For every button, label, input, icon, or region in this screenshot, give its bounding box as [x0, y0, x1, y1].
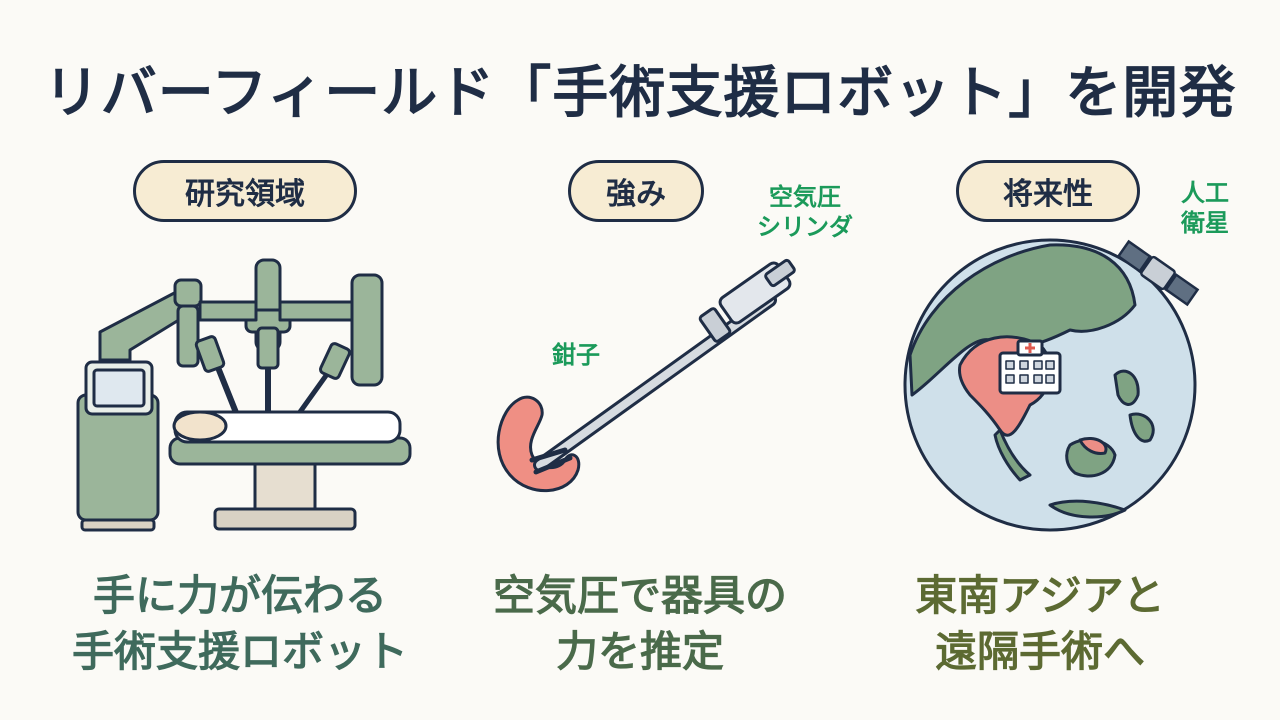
label-cylinder-line2: シリンダ: [757, 213, 853, 241]
caption-2-line1: 空気圧で器具の: [492, 571, 787, 620]
caption-1-line1: 手に力が伝わる: [92, 571, 387, 620]
caption-3-line2: 遠隔手術へ: [934, 627, 1145, 676]
pneumatic-forceps-illustration: [496, 258, 796, 492]
badge-research-area: 研究領域: [133, 160, 357, 222]
caption-2-line2: 力を推定: [555, 627, 724, 676]
caption-strength: 空気圧で器具の 力を推定: [440, 568, 840, 680]
label-cylinder-line1: 空気圧: [769, 183, 841, 211]
surgical-robot-illustration: [76, 258, 412, 532]
caption-1-line2: 手術支援ロボット: [71, 627, 408, 676]
label-satellite-line2: 衛星: [1181, 209, 1229, 237]
caption-future: 東南アジアと 遠隔手術へ: [840, 568, 1240, 680]
caption-research-area: 手に力が伝わる 手術支援ロボット: [40, 568, 440, 680]
globe-satellite-illustration: [903, 238, 1200, 532]
badge-future: 将来性: [956, 160, 1140, 222]
label-satellite-line1: 人工: [1181, 179, 1229, 207]
caption-3-line1: 東南アジアと: [915, 571, 1165, 620]
page-title: リバーフィールド「手術支援ロボット」を開発: [43, 61, 1237, 126]
label-forceps: 鉗子: [552, 341, 600, 369]
label-satellite: 人工 衛星: [1165, 178, 1245, 238]
badge-strength: 強み: [568, 160, 704, 222]
label-pneumatic-cylinder: 空気圧 シリンダ: [745, 182, 865, 242]
